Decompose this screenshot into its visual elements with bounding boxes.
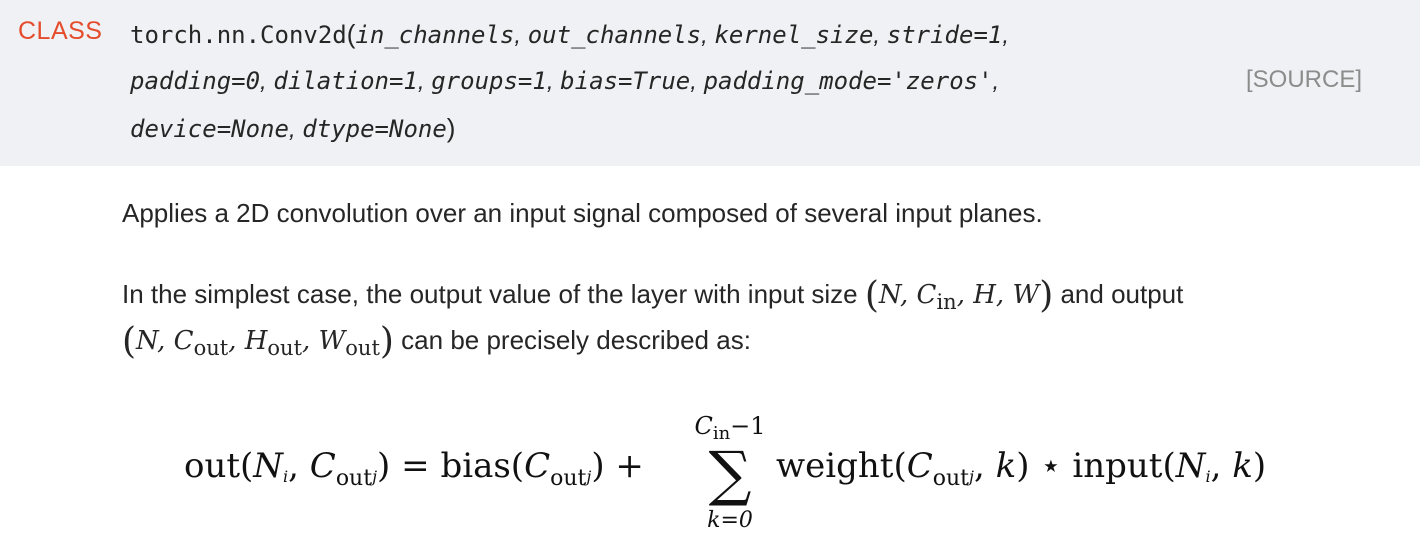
signature-line-1: torch.nn.Conv2d(in_channels, out_channel… <box>130 19 1010 49</box>
param-in-channels: in_channels <box>355 21 515 49</box>
param-padding: padding=0 <box>130 67 261 95</box>
signature-line-3: device=None, dtype=None) <box>130 113 456 143</box>
summation-lower-limit: k=0 <box>707 508 753 533</box>
param-bias: bias=True <box>560 67 691 95</box>
class-label: CLASS <box>18 17 103 45</box>
equation-rhs: weight(Coutj, k) ⋆ input(Ni, k) <box>776 446 1267 491</box>
param-padding-mode: padding_mode='zeros' <box>703 67 993 95</box>
param-stride: stride=1 <box>886 21 1003 49</box>
param-dilation: dilation=1 <box>273 67 418 95</box>
source-link[interactable]: [SOURCE] <box>1245 66 1362 93</box>
description-paragraph-2-line-1: In the simplest case, the output value o… <box>122 275 1184 316</box>
sigma-icon: ∑ <box>708 439 752 509</box>
summation-upper-limit: Cin−1 <box>694 412 766 444</box>
summation: Cin−1 ∑ k=0 <box>690 408 770 538</box>
equation-lhs: out(Ni, Coutj) = bias(Coutj) + <box>184 446 644 491</box>
description-paragraph-1: Applies a 2D convolution over an input s… <box>122 198 1043 228</box>
class-signature: CLASS torch.nn.Conv2d(in_channels, out_c… <box>0 0 1420 166</box>
param-device: device=None <box>130 115 289 143</box>
param-kernel-size: kernel_size <box>714 21 874 49</box>
class-path: torch.nn.Conv2d <box>130 21 347 49</box>
description-paragraph-2-line-2: (N, Cout, Hout, Wout) can be precisely d… <box>122 321 751 362</box>
param-dtype: dtype=None <box>302 115 447 143</box>
star-operator-icon: ⋆ <box>1040 446 1062 486</box>
param-out-channels: out_channels <box>527 21 702 49</box>
param-groups: groups=1 <box>431 67 547 95</box>
signature-line-2: padding=0, dilation=1, groups=1, bias=Tr… <box>130 67 1000 95</box>
output-shape-math: (N, Cout, Hout, Wout) <box>122 321 394 362</box>
input-shape-math: (N, Cin, H, W) <box>864 275 1054 316</box>
